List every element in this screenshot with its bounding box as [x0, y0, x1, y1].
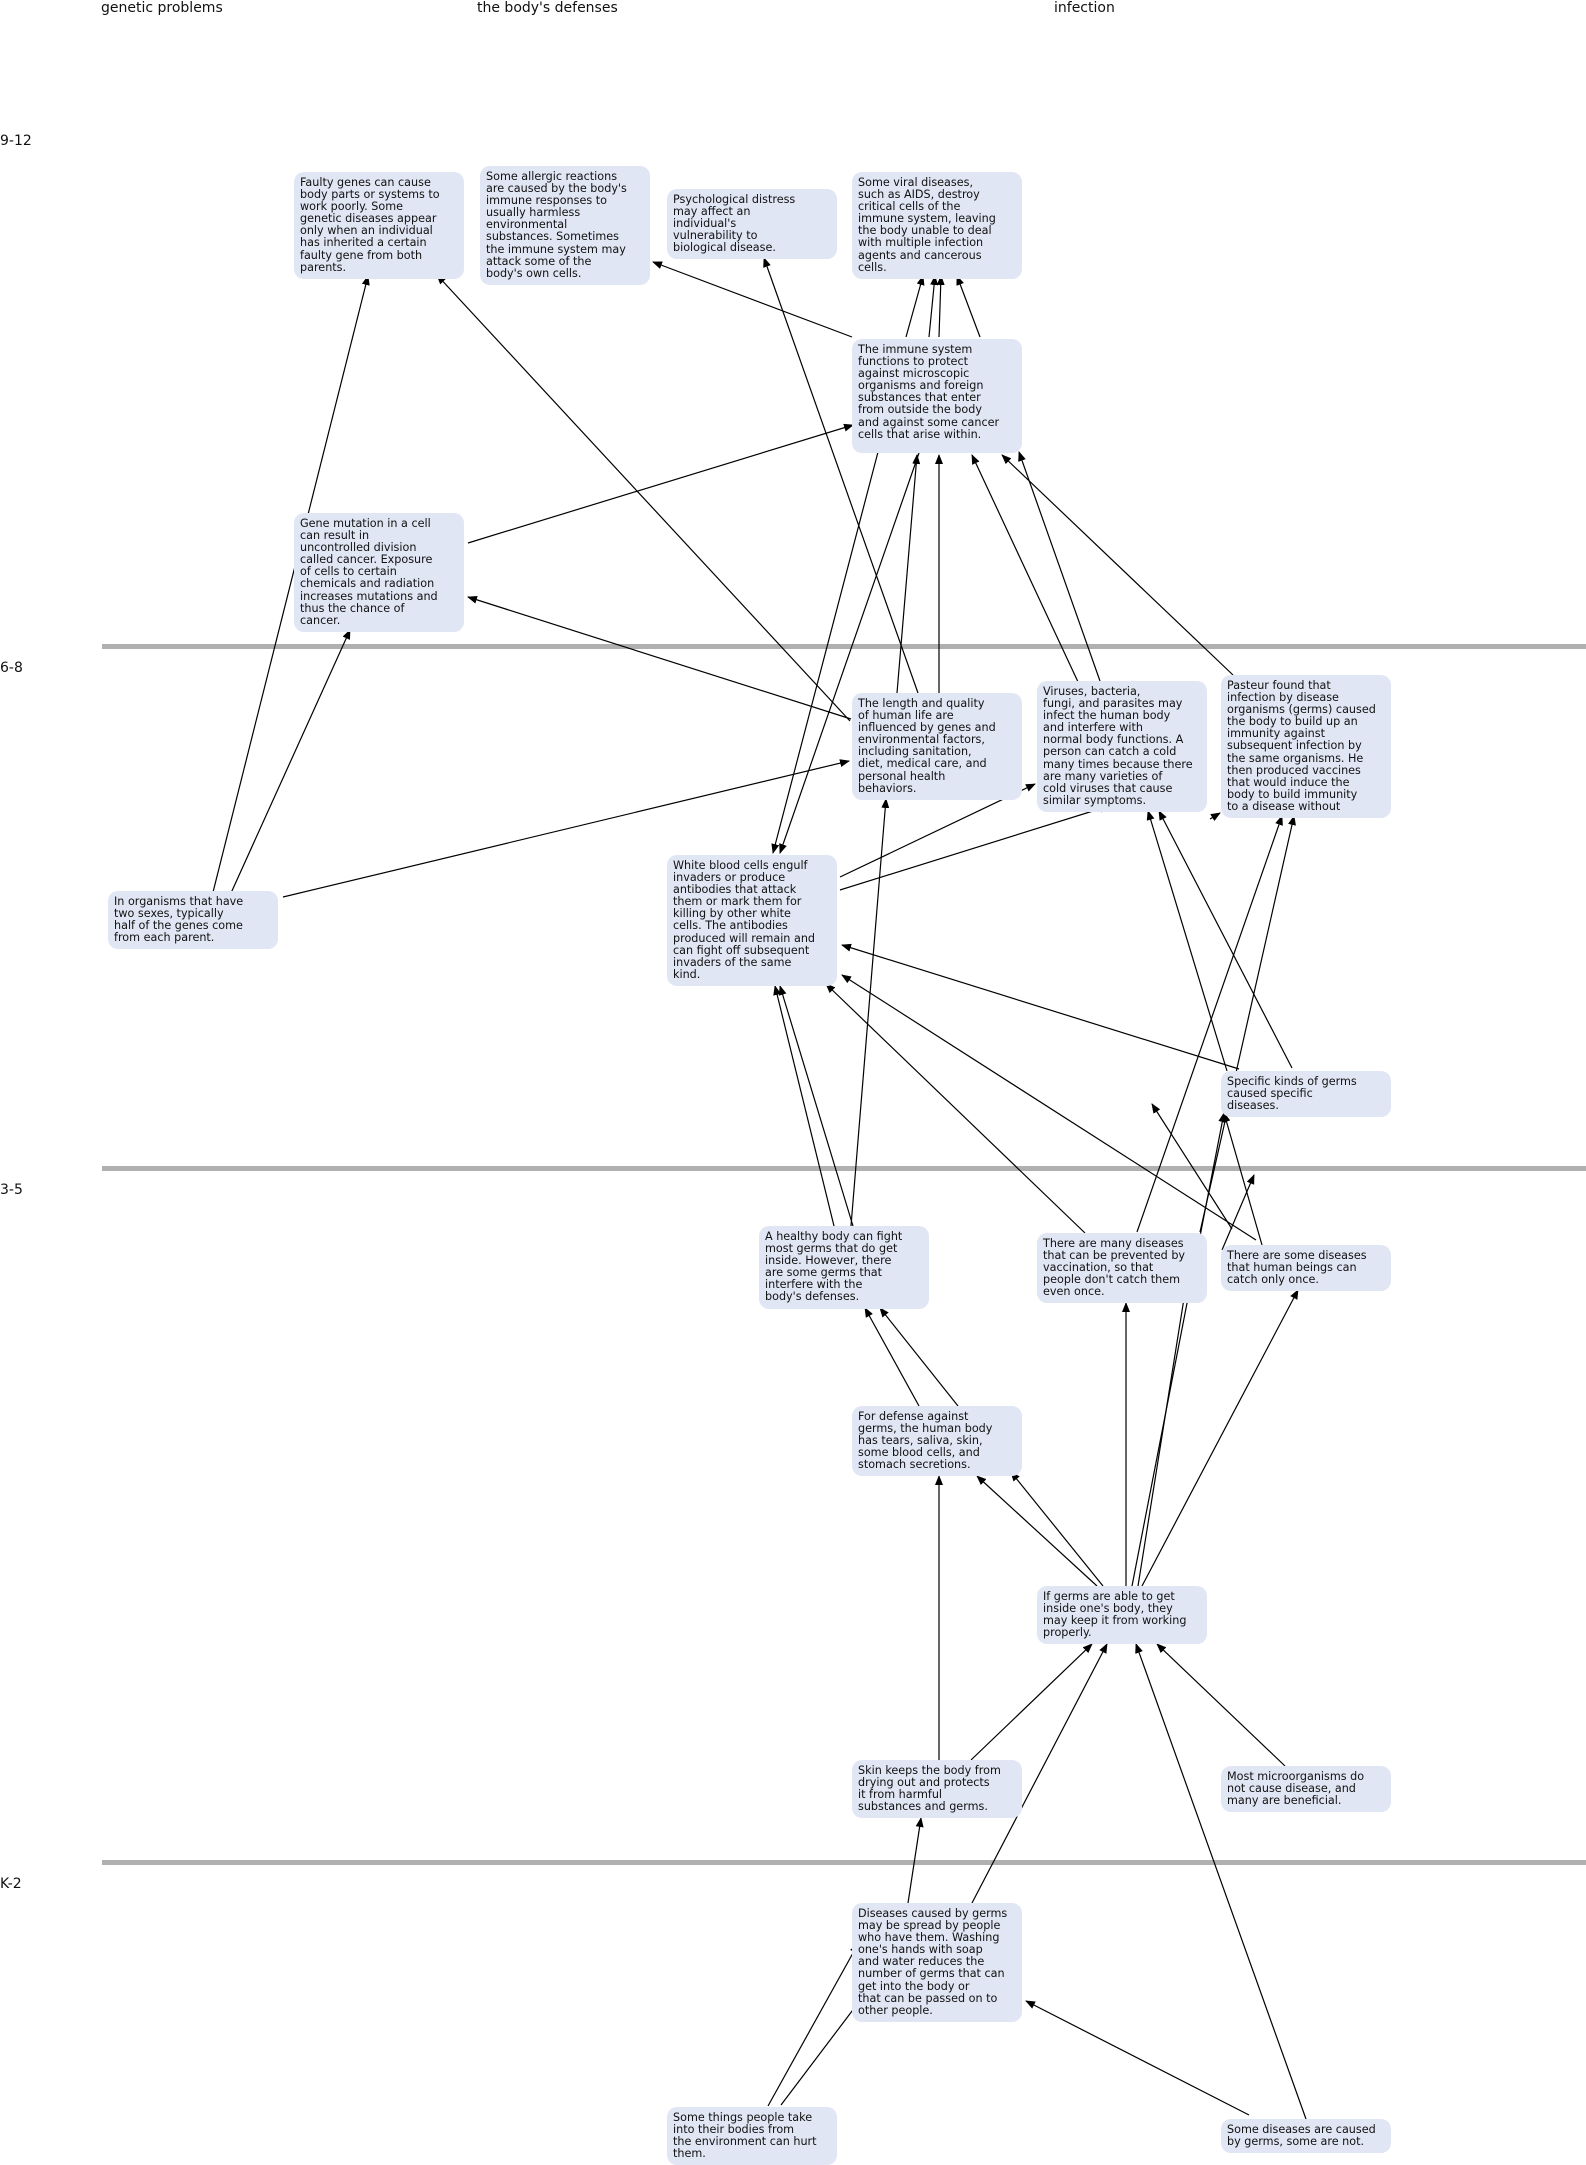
edge-arrow	[1158, 810, 1293, 1069]
edge-arrow	[905, 275, 925, 338]
concept-node-two-sexes: In organisms that have two sexes, typica…	[108, 891, 278, 950]
concept-node-white-blood-cells: White blood cells engulf invaders or pro…	[667, 855, 837, 986]
edge-arrow	[971, 454, 1080, 685]
edge-arrow	[928, 275, 939, 338]
concept-node-vaccination: There are many diseases that can be prev…	[1037, 1233, 1207, 1304]
column-header-bodys-defenses: the body's defenses	[477, 0, 618, 16]
edge-arrow	[1001, 454, 1234, 676]
band-divider-3-5-k-2	[102, 1860, 1586, 1865]
edge-arrow	[841, 943, 1240, 1070]
concept-node-specific-germs: Specific kinds of germs caused specific …	[1221, 1071, 1391, 1118]
edge-arrow	[763, 257, 919, 694]
concept-node-allergic-reactions: Some allergic reactions are caused by th…	[480, 166, 650, 285]
edge-arrow	[976, 1475, 1098, 1587]
edge-arrow	[936, 275, 945, 338]
grade-label-k-2: K-2	[0, 1876, 22, 1892]
concept-node-most-microorganisms: Most microorganisms do not cause disease…	[1221, 1766, 1391, 1813]
concept-node-germs-inside-body: If germs are able to get inside one's bo…	[1037, 1586, 1207, 1645]
concept-node-immune-system: The immune system functions to protect a…	[852, 339, 1022, 453]
concept-node-diseases-spread: Diseases caused by germs may be spread b…	[852, 1903, 1022, 2022]
concept-node-faulty-genes: Faulty genes can cause body parts or sys…	[294, 172, 464, 279]
concept-node-some-diseases-germs: Some diseases are caused by germs, some …	[1221, 2119, 1391, 2154]
grade-label-3-5: 3-5	[0, 1182, 23, 1198]
concept-node-healthy-body: A healthy body can fight most germs that…	[759, 1226, 929, 1309]
edge-arrow	[1025, 2000, 1250, 2116]
concept-node-pasteur: Pasteur found that infection by disease …	[1221, 675, 1391, 819]
edge-arrow	[1156, 1643, 1286, 1767]
edge-arrow	[282, 759, 850, 898]
edge-arrow	[204, 275, 370, 925]
grade-label-6-8: 6-8	[0, 660, 23, 676]
concept-node-skin-keeps-body: Skin keeps the body from drying out and …	[852, 1760, 1022, 1819]
concept-node-psychological-distress: Psychological distress may affect an ind…	[667, 189, 837, 260]
band-divider-6-8-3-5	[102, 1166, 1586, 1171]
edge-arrow	[971, 1643, 1108, 1904]
concept-node-gene-mutation: Gene mutation in a cell can result in un…	[294, 513, 464, 632]
edge-arrow	[956, 275, 981, 338]
edge-arrow	[216, 629, 351, 925]
edge-arrow	[779, 452, 920, 854]
concept-node-length-quality-life: The length and quality of human life are…	[852, 693, 1022, 800]
concept-node-defense-against-germs: For defense against germs, the human bod…	[852, 1406, 1022, 1477]
edge-arrow	[907, 1817, 924, 1904]
edge-arrow	[850, 798, 890, 1227]
edge-arrow	[1209, 812, 1221, 822]
edge-arrow	[1146, 810, 1228, 1072]
edge-arrow	[970, 1643, 1093, 1761]
edge-arrow	[467, 595, 852, 720]
edge-arrow	[864, 1307, 920, 1407]
edge-arrow	[1131, 1112, 1227, 1587]
concept-node-viral-diseases-aids: Some viral diseases, such as AIDS, destr…	[852, 172, 1022, 279]
edge-arrow	[879, 1307, 959, 1407]
edge-arrow	[1135, 1643, 1307, 2120]
edge-arrow	[771, 451, 879, 854]
column-header-genetic-problems: genetic problems	[101, 0, 223, 16]
grade-label-9-12: 9-12	[0, 133, 32, 149]
concept-node-things-people-take: Some things people take into their bodie…	[667, 2107, 837, 2165]
edge-arrow	[825, 983, 1086, 1234]
edge-arrow	[1199, 815, 1296, 1233]
edge-arrow	[767, 1943, 859, 2107]
concept-node-catch-only-once: There are some diseases that human being…	[1221, 1245, 1391, 1292]
edge-arrow	[896, 454, 921, 694]
edge-arrow	[1151, 1103, 1233, 1230]
edge-arrow	[1010, 1471, 1104, 1587]
edge-arrow	[839, 804, 1110, 891]
edge-arrow	[1136, 815, 1283, 1233]
edge-arrow	[778, 985, 854, 1227]
edge-arrow	[773, 985, 835, 1227]
column-header-infection: infection	[1054, 0, 1115, 16]
edge-arrow	[1018, 451, 1101, 682]
band-divider-9-12-6-8	[102, 644, 1586, 649]
edge-arrow	[841, 974, 1257, 1241]
edge-arrow	[1222, 1112, 1263, 1246]
concept-node-viruses-bacteria: Viruses, bacteria, fungi, and parasites …	[1037, 681, 1207, 812]
edge-arrow	[652, 261, 853, 338]
edge-arrow	[436, 274, 851, 722]
edge-arrow	[1221, 1174, 1255, 1251]
edge-arrow	[467, 423, 854, 544]
edge-arrow	[1141, 1289, 1299, 1587]
